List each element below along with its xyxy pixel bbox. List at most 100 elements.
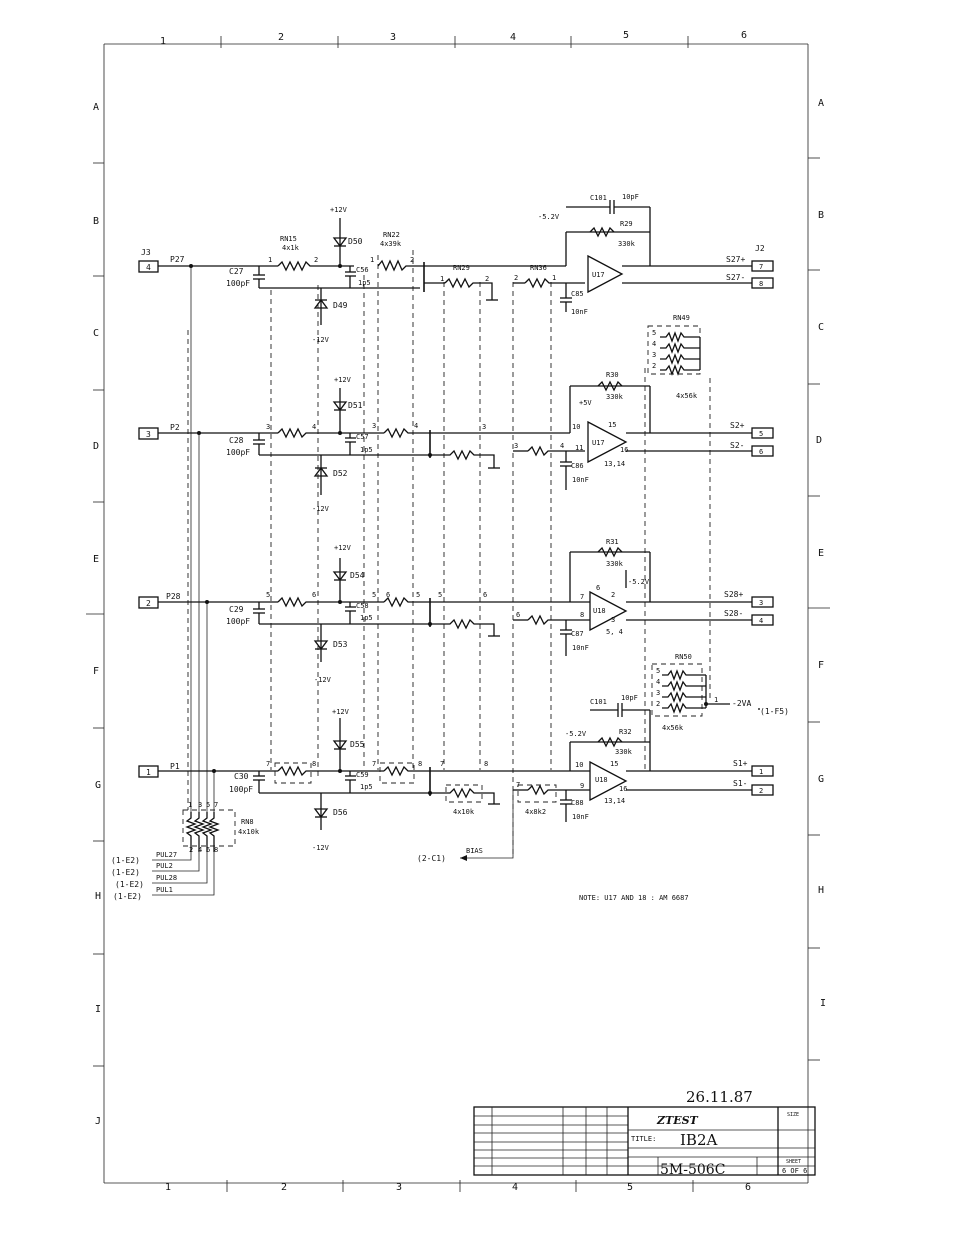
bias-sheet-ref: (2-C1)	[417, 854, 446, 863]
pack-pin: 3	[652, 351, 656, 359]
pin-label: 6	[516, 611, 520, 619]
diode-top-ref: D54	[350, 571, 365, 580]
opamp-ref: U17	[592, 439, 605, 447]
pin-label: 4	[560, 442, 564, 450]
pin-label: 8	[418, 760, 422, 768]
pack-pin: 2	[656, 700, 660, 708]
drawing-title: IB2A	[680, 1131, 717, 1149]
v-neg-label: -12V	[312, 505, 330, 513]
pulldown-net: PUL28	[156, 874, 177, 882]
feedback-cap-ref: C101	[590, 194, 607, 202]
v-pos-label: +12V	[334, 376, 352, 384]
cap-out-ref: C86	[571, 462, 584, 470]
out-pin-pos: 5	[759, 430, 763, 438]
v-neg-label: -12V	[312, 336, 330, 344]
diode-bot-ref: D56	[333, 808, 348, 817]
diode-bot-ref: D53	[333, 640, 348, 649]
pin-label: 8	[312, 760, 316, 768]
pulldown-net: PUL2	[156, 862, 173, 870]
pin-label: 1	[370, 256, 374, 264]
pulldown-net: PUL27	[156, 851, 177, 859]
cap-mid-ref: C57	[356, 433, 369, 441]
bias-ref: (1-F5)	[760, 707, 789, 716]
opamp-ref: U18	[593, 607, 606, 615]
pin-label: 7	[440, 760, 444, 768]
pack-pin: 4	[656, 678, 660, 686]
feedback-resistor-ref: R29	[620, 220, 633, 228]
row-label-c: C	[93, 328, 99, 339]
pulldown-value: 4x10k	[238, 828, 260, 836]
opamp-ref: U18	[595, 776, 608, 784]
opamp-pin: 15	[608, 421, 616, 429]
out-net-neg: S27-	[726, 273, 745, 282]
channel-4: 1 P1 C30 100pF 7 8 +12V D55 D56 -12V C59…	[138, 653, 789, 852]
col-label-3-bottom: 3	[396, 1182, 402, 1193]
out-net-pos: S1+	[733, 759, 748, 768]
out-net-neg: S2-	[730, 441, 744, 450]
feedback-resistor-ref: R32	[619, 728, 632, 736]
cap-mid-value: 1p5	[360, 783, 373, 791]
pulldown-ref: (1-E2)	[113, 892, 142, 901]
col-label-1-bottom: 1	[165, 1182, 171, 1193]
opamp-pin: 5, 4	[606, 628, 623, 636]
pulldown-pin-top: 5	[206, 801, 210, 809]
pin-label: 7	[372, 760, 376, 768]
cap-in-ref: C29	[229, 605, 244, 614]
pin-label: 3	[266, 423, 270, 431]
diode-top-ref: D51	[348, 401, 363, 410]
channel-2: 3 P2 C28 100pF 3 4 +12V D51 D52 -12V C57…	[138, 314, 774, 513]
out-pin-neg: 8	[759, 280, 763, 288]
v-pos-label: +12V	[334, 544, 352, 552]
out-net-neg: S1-	[733, 779, 747, 788]
row-label-i: I	[95, 1004, 101, 1015]
pin-label: 1	[440, 275, 444, 283]
row-label-f-right: F	[818, 660, 824, 671]
row-label-g-right: G	[818, 774, 824, 785]
v-neg-label: -12V	[312, 844, 330, 852]
rn-gnd-value: 4x10k	[453, 808, 475, 816]
net-label: P1	[170, 762, 180, 771]
pin-label: 2	[514, 274, 518, 282]
pulldown-ref: (1-E2)	[115, 880, 144, 889]
rn-mid-value: 4x39k	[380, 240, 402, 248]
rn-in-value: 4x1k	[282, 244, 300, 252]
feedback-resistor-value: 330k	[615, 748, 633, 756]
net-label: P28	[166, 592, 181, 601]
rn-pack-value: 4x56k	[662, 724, 684, 732]
pin-label: 5	[266, 591, 270, 599]
pin-label: 1	[552, 274, 556, 282]
bias-voltage: -2VA	[732, 699, 751, 708]
opamp-pin: 13,14	[604, 797, 625, 805]
opamp-supply: -5.2V	[538, 213, 560, 221]
row-label-e: E	[93, 554, 99, 565]
cap-out-ref: C88	[571, 799, 584, 807]
pulldown-pin-bot: 6	[206, 846, 210, 854]
cap-in-ref: C27	[229, 267, 244, 276]
col-label-2-bottom: 2	[281, 1182, 287, 1193]
feedback-cap-value: 10pF	[622, 193, 639, 201]
feedback-cap-value: 10pF	[621, 694, 638, 702]
pulldown-name: RN8	[241, 818, 254, 826]
col-label-6-bottom: 6	[745, 1182, 751, 1193]
pulldown-rn8: 1 3 5 7 RN8 4x10k 2 4 6 8 PUL27 PUL2 PUL…	[111, 801, 260, 901]
cap-in-value: 100pF	[226, 279, 250, 288]
cap-out-ref: C85	[571, 290, 584, 298]
opamp-pin: 6	[596, 584, 600, 592]
bias-net: BIAS (2-C1)	[417, 790, 514, 863]
opamp-pin: 11	[575, 444, 583, 452]
opamp-pin: 16	[620, 446, 628, 454]
out-pin-neg: 6	[759, 448, 763, 456]
feedback-cap-ref: C101	[590, 698, 607, 706]
out-pin-pos: 7	[759, 263, 763, 271]
v-pos-label: +12V	[332, 708, 350, 716]
rn-in-ref: RN15	[280, 235, 297, 243]
cap-out-value: 10nF	[572, 813, 589, 821]
opamp-pin: 10	[575, 761, 583, 769]
resistor-pack-rn50: RN50 4x56k 5 4 3 2 1 -2VA (1-F5)	[651, 653, 789, 732]
row-label-d: D	[93, 441, 99, 452]
opamp-pin: 10	[572, 423, 580, 431]
opamp-pin: 13,14	[604, 460, 625, 468]
pin-label: 3	[372, 422, 376, 430]
pin-label: 3	[514, 442, 518, 450]
